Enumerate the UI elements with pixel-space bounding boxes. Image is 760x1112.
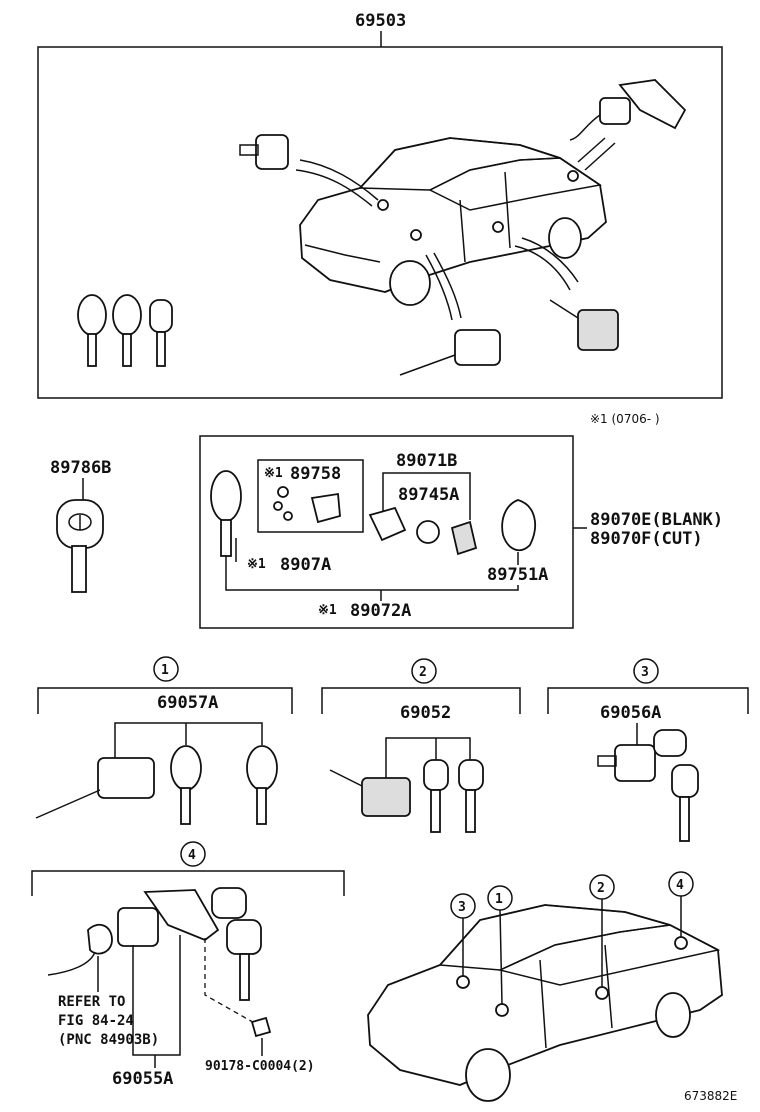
svg-text:1: 1 — [495, 892, 503, 907]
group-3-marker — [633, 658, 659, 684]
key-plate-part-number: 89786B — [50, 458, 111, 478]
assembly-frame — [37, 46, 723, 399]
assembly-arrows — [295, 137, 616, 321]
screw-part-number: 90178-C0004(2) — [205, 1059, 315, 1074]
door-lock-cylinder-right — [549, 299, 619, 351]
group-2-index: 2 — [419, 665, 427, 680]
transmitter-set-bracket — [225, 556, 519, 591]
group-2-bracket — [321, 687, 521, 714]
group-3-bracket — [547, 687, 749, 714]
key-plate-illustration — [56, 499, 104, 593]
car-illustration-bottom — [367, 904, 723, 1102]
trunk-lock-cylinder-top — [569, 79, 687, 141]
door-cylinder-group-2 — [329, 769, 411, 817]
transmitter-key-prefix: ※1 — [247, 557, 266, 572]
refer-note-line1: REFER TO — [58, 994, 125, 1010]
door-lock-cylinder-top — [239, 134, 289, 170]
keys-group-3 — [653, 729, 699, 842]
cut-key-part-number: 89070F(CUT) — [590, 529, 703, 549]
blank-key-part-number: 89070E(BLANK) — [590, 510, 723, 530]
battery-part-number: 89745A — [398, 485, 459, 505]
door-cylinder-group-3 — [597, 744, 656, 782]
assembly-part-number: 69503 — [355, 11, 406, 31]
group-3-part-number: 69056A — [600, 703, 661, 723]
diagram-code: 673882E — [684, 1089, 737, 1103]
group-4-bracket — [31, 870, 345, 896]
group-4-index: 4 — [188, 848, 196, 863]
group-1-bracket — [37, 687, 293, 714]
group-1-leader — [114, 722, 263, 760]
transmitter-board-prefix: ※1 — [264, 466, 283, 481]
svg-text:4: 4 — [676, 878, 684, 893]
transmitter-board-frame — [257, 459, 364, 533]
transmitter-key-part-number: 8907A — [280, 555, 331, 575]
svg-text:3: 3 — [458, 900, 466, 915]
transmitter-set-prefix: ※1 — [318, 603, 337, 618]
group-2-part-number: 69052 — [400, 703, 451, 723]
keys-top-left — [77, 294, 173, 367]
transmitter-case-part-number: 89071B — [396, 451, 457, 471]
svg-text:2: 2 — [597, 881, 605, 896]
group-4-leader — [132, 935, 181, 1056]
keys-group-2 — [423, 759, 484, 833]
cover-illustration — [501, 499, 536, 552]
car-illustration-top — [299, 137, 607, 306]
group-4-marker — [180, 841, 206, 867]
group-4-part-number: 69055A — [112, 1069, 173, 1089]
ignition-cylinder-top — [399, 329, 501, 376]
cover-part-number: 89751A — [487, 565, 548, 585]
group-1-part-number: 69057A — [157, 693, 218, 713]
ignition-cylinder-group-1 — [35, 757, 155, 819]
screw-illustration — [250, 1016, 272, 1038]
assembly-date-note: ※1 (0706- ) — [590, 412, 660, 426]
group-2-marker — [411, 658, 437, 684]
transmitter-set-part-number: 89072A — [350, 601, 411, 621]
group-3-index: 3 — [641, 665, 649, 680]
trunk-lock-assembly-group-4 — [47, 887, 262, 1001]
transmitter-board-illustration — [273, 486, 341, 524]
transmitter-frame — [199, 435, 574, 629]
group-2-leader — [385, 737, 471, 778]
car-callouts: 3 1 2 4 — [450, 871, 694, 1005]
group-1-marker — [153, 656, 179, 682]
group-1-index: 1 — [161, 663, 169, 678]
screw-dashed-leader — [204, 938, 259, 1026]
refer-note-line2: FIG 84-24 — [58, 1013, 134, 1029]
transmitter-board-part-number: 89758 — [290, 464, 341, 484]
transmitter-case-bracket — [382, 472, 471, 520]
transmitter-case-illustration — [368, 506, 478, 556]
refer-note-line3: (PNC 84903B) — [58, 1032, 159, 1048]
keys-group-1 — [170, 745, 278, 825]
